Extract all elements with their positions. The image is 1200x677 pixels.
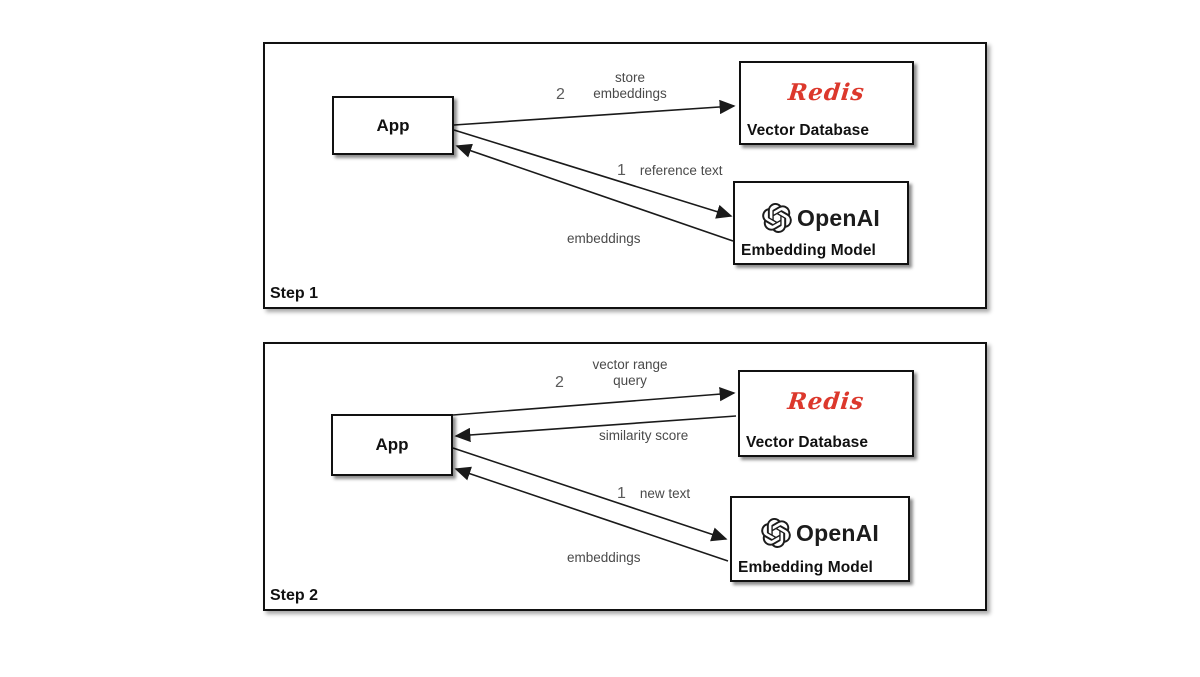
arrow-vector-range-query <box>452 386 736 416</box>
app-node: App <box>331 414 453 476</box>
arrow-reference-text <box>453 129 733 219</box>
openai-caption: Embedding Model <box>741 242 876 259</box>
edge-number: 1 <box>617 485 626 502</box>
openai-logo: OpenAI <box>735 203 907 233</box>
edge-number: 2 <box>556 86 565 103</box>
app-label: App <box>375 435 409 454</box>
openai-icon <box>761 518 791 548</box>
openai-wordmark: OpenAI <box>796 519 879 546</box>
redis-caption: Vector Database <box>747 122 870 139</box>
step2-arrows <box>452 386 737 562</box>
arrow-similarity-score <box>454 415 737 443</box>
redis-logo: Redis <box>786 79 867 106</box>
step2-panel: App Redis Vector Database OpenAI Embeddi… <box>263 342 987 611</box>
redis-node: Redis Vector Database <box>738 370 914 457</box>
step2-title: Step 2 <box>270 587 319 604</box>
edge-label-embeddings: embeddings <box>567 550 641 565</box>
app-label: App <box>376 115 410 135</box>
openai-node: OpenAI Embedding Model <box>733 181 909 265</box>
openai-node: OpenAI Embedding Model <box>730 496 910 582</box>
edge-label-vector-range-query: vector range query <box>592 357 668 388</box>
edge-number: 2 <box>555 374 564 391</box>
app-node: App <box>332 96 454 155</box>
redis-node: Redis Vector Database <box>739 61 914 145</box>
edge-number: 1 <box>617 162 626 179</box>
openai-caption: Embedding Model <box>738 559 873 576</box>
edge-label-similarity-score: similarity score <box>599 428 689 443</box>
arrow-store-embeddings <box>453 99 736 126</box>
openai-wordmark: OpenAI <box>797 204 880 231</box>
openai-logo: OpenAI <box>732 518 908 548</box>
edge-label-store-embeddings: store embeddings <box>593 70 667 101</box>
redis-logo: Redis <box>786 388 866 415</box>
step1-title: Step 1 <box>270 285 319 302</box>
openai-icon <box>762 203 792 233</box>
step1-arrows <box>453 99 736 242</box>
arrow-embeddings-return <box>455 143 734 242</box>
edge-label-new-text: 1 new text <box>617 485 691 502</box>
redis-caption: Vector Database <box>746 434 869 451</box>
edge-label-reference-text: 1 reference text <box>617 162 723 179</box>
edge-label-embeddings: embeddings <box>567 231 641 246</box>
arrow-new-text <box>452 447 728 542</box>
step1-panel: App Redis Vector Database OpenAI Embeddi… <box>263 42 987 309</box>
arrow-embeddings-return <box>454 466 729 562</box>
